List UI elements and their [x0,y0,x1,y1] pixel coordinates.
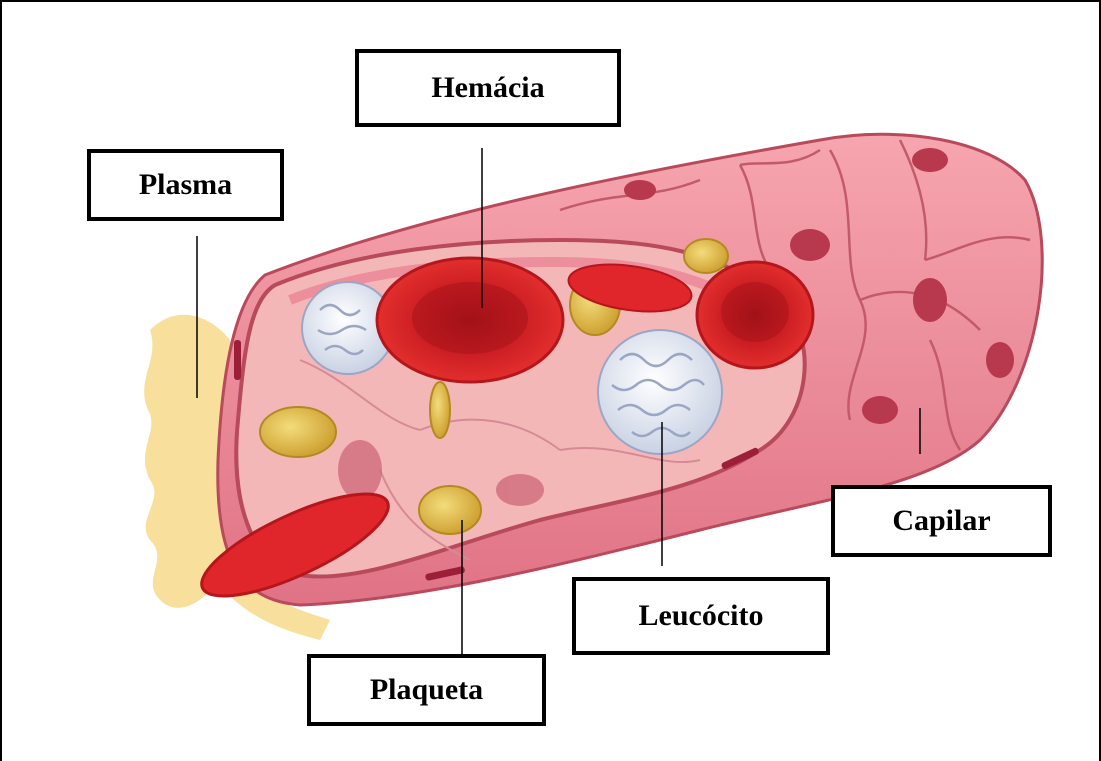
hemacia-label: Hemácia [355,49,621,127]
capilar-label: Capilar [831,485,1052,557]
white-blood-cell-large [598,330,722,454]
plasma-label: Plasma [87,149,284,221]
leucocito-label: Leucócito [572,577,830,655]
plaqueta-label: Plaqueta [307,654,546,726]
